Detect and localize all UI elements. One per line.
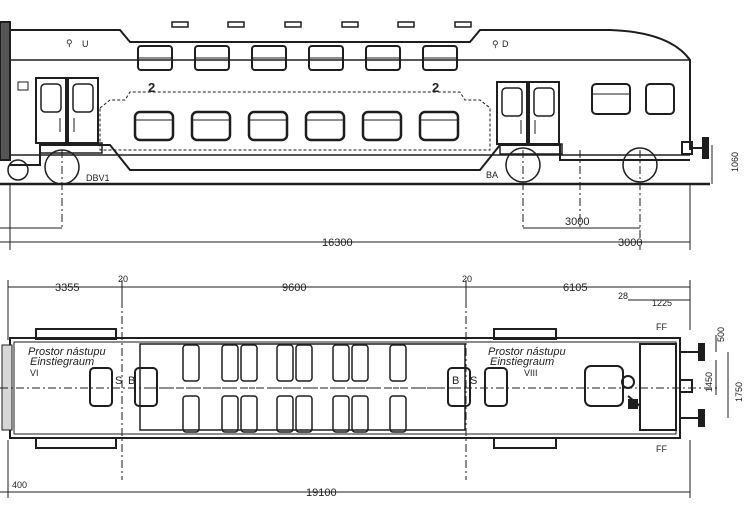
lower-deck-outline [99, 91, 491, 151]
end-offset-dimension: 400 [12, 480, 27, 490]
right-marker: 20 [462, 274, 472, 284]
dimension-lines-side [0, 145, 713, 250]
seats-lower-row [182, 395, 407, 433]
length-dimension: 16300 [322, 237, 353, 249]
roof-outline [10, 29, 691, 150]
dimension-lines-plan-top [7, 280, 691, 340]
vestibule-left-numeral: VI [30, 368, 39, 378]
buffer-right [681, 137, 709, 159]
width-dimension-c: 1750 [734, 382, 744, 402]
passenger-compartment [139, 343, 466, 431]
end-windows [17, 81, 675, 115]
side-view [0, 21, 713, 250]
buffers-plan [679, 343, 705, 427]
class-number-right: 2 [432, 80, 439, 95]
stair-blocks [89, 367, 508, 407]
left-section-dimension: 3355 [55, 282, 79, 294]
small-dimension-b: 1225 [652, 298, 672, 308]
width-dimension-b: 1450 [704, 372, 714, 392]
width-dimension-a: 500 [716, 327, 726, 342]
door-pockets [35, 328, 557, 449]
toilet-mark-left: U [82, 39, 89, 49]
bogie-mark-right: BA [486, 170, 498, 180]
width-dimension-lines [715, 335, 729, 418]
vestibule-right-czech: Prostor nástupu [488, 346, 566, 358]
seat-code-s-right: S [470, 375, 477, 387]
door-left [35, 77, 103, 154]
lower-windows [133, 110, 460, 142]
seat-code-s-left: S [115, 375, 122, 387]
seats-upper-row [182, 344, 407, 382]
center-section-dimension: 9600 [282, 282, 306, 294]
vestibule-right-german: Einstiegraum [490, 356, 554, 368]
total-length-dimension: 19100 [306, 487, 337, 499]
center-lines-side [61, 150, 641, 250]
door-right [496, 81, 563, 155]
seat-code-b-left: B [128, 375, 135, 387]
toilet-mark-right: D [502, 39, 509, 49]
class-number-left: 2 [148, 80, 155, 95]
car-end-left [0, 21, 11, 161]
plan-view [0, 280, 729, 498]
toilet-symbol-left: ⚲ [66, 38, 73, 48]
upper-windows [137, 45, 458, 71]
seat-code-b-right: B [452, 375, 459, 387]
center-lines-plan [0, 300, 720, 480]
vestibule-left-czech: Prostor nástupu [28, 346, 106, 358]
roof-vents [171, 21, 472, 28]
bogie-mark-left: DBV1 [86, 173, 110, 183]
toilet-symbol-right: ⚲ [492, 39, 499, 49]
right-section-dimension: 6105 [563, 282, 587, 294]
dimension-lines-plan-bottom [0, 440, 691, 498]
ff-mark-bottom: FF [656, 444, 667, 454]
ff-mark-top: FF [656, 322, 667, 332]
underframe [10, 144, 690, 171]
small-dimension-a: 28 [618, 291, 628, 301]
bogie-spacing-dimension: 3000 [565, 216, 589, 228]
height-dimension: 1060 [730, 152, 740, 172]
vestibule-left-german: Einstiegraum [30, 356, 94, 368]
end-compartment [584, 343, 677, 431]
vestibule-right-numeral: VIII [524, 368, 538, 378]
left-marker: 20 [118, 274, 128, 284]
overhang-dimension: 3000 [618, 237, 642, 249]
